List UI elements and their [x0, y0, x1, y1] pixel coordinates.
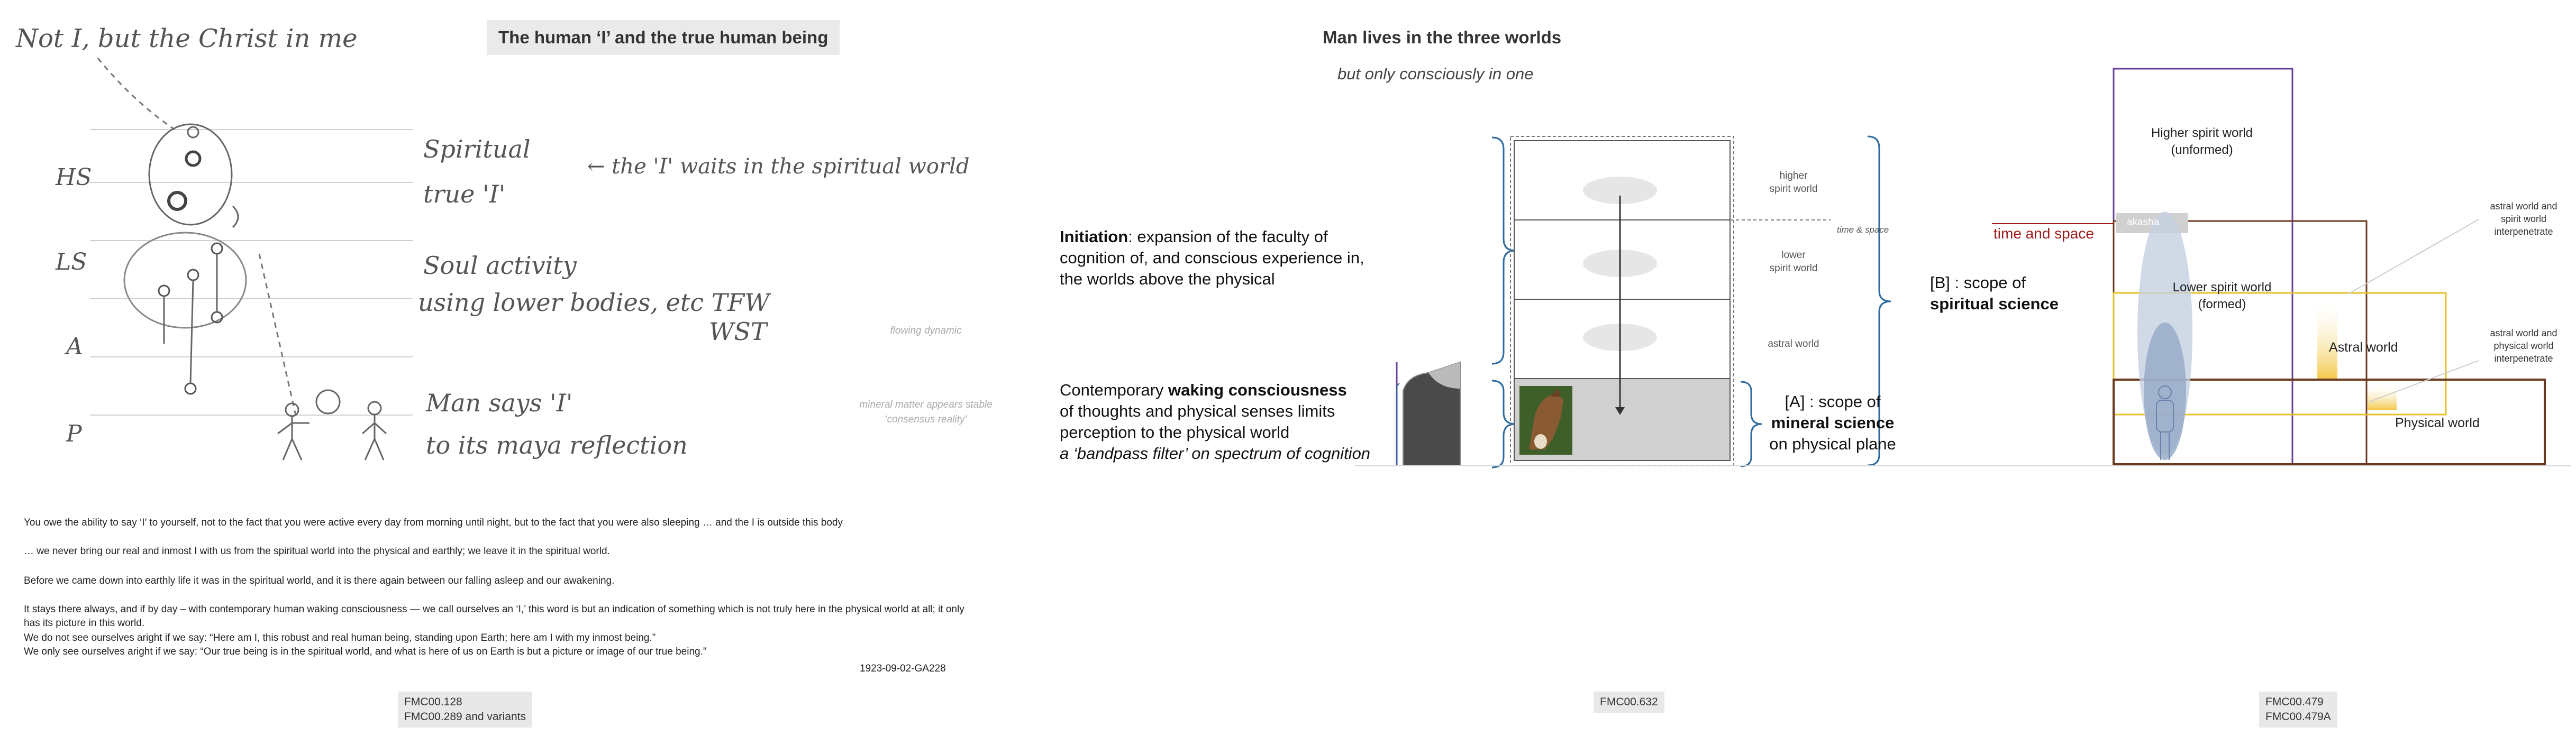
upper-worlds-brace	[1491, 136, 1516, 365]
horse-photo	[1519, 386, 1572, 455]
level-ls: LS	[56, 249, 87, 275]
p-text-maya: to its maya reflection	[426, 431, 688, 459]
left-fmc-label: FMC00.128 FMC00.289 and variants	[398, 692, 532, 728]
dashed-connector	[97, 58, 175, 131]
level-p: P	[66, 420, 82, 447]
level-lines	[90, 129, 413, 416]
label-astral: astral world	[1768, 338, 1819, 349]
physical-rect	[2113, 379, 2546, 465]
quote-4: It stays there always, and if by day – w…	[24, 604, 964, 629]
ls-text-lower-bodies: using lower bodies, etc TFW	[418, 288, 770, 317]
hs-arrow-text: ← the 'I' waits in the spiritual world	[587, 154, 970, 179]
level-a: A	[66, 333, 83, 360]
handwritten-header: Not I, but the Christ in me	[16, 24, 358, 53]
p-text-man-says: Man says 'I'	[426, 389, 573, 417]
scope-b-brace	[1867, 135, 1891, 466]
quote-1: You owe the ability to say ‘I’ to yourse…	[24, 517, 843, 528]
spirit-ellipse	[148, 123, 233, 226]
note-astral-physical: astral world and physical world interpen…	[2490, 328, 2557, 364]
hs-text-spiritual: Spiritual	[423, 135, 531, 163]
ls-text-soul-activity: Soul activity	[423, 251, 577, 280]
middle-panel-title: Man lives in the three worlds	[1323, 27, 1562, 47]
astral-gradient	[2317, 296, 2337, 381]
quote-reference: 1923-09-02-GA228	[860, 663, 946, 674]
label-physical-world: Physical world	[2395, 416, 2480, 430]
waking-consciousness-text: Contemporary waking consciousness of tho…	[1060, 381, 1371, 463]
initiation-text: Initiation: expansion of the faculty of …	[1060, 227, 1364, 288]
scope-a-brace	[1740, 381, 1762, 467]
scope-b-text: [B] : scope of spiritual science	[1930, 273, 2059, 313]
ls-text-wst: WST	[709, 317, 767, 346]
left-panel-title: The human ‘I’ and the true human being	[487, 20, 840, 55]
note-mineral-1: mineral matter appears stable	[859, 399, 993, 410]
three-worlds-diagram	[1396, 135, 1891, 468]
label-astral-world: Astral world	[2329, 340, 2398, 355]
label-higher-spirit: higher spirit world	[1769, 170, 1818, 195]
right-fmc-label: FMC00.479 FMC00.479A	[2259, 692, 2337, 728]
level-hs: HS	[56, 164, 92, 191]
worlds-overlap-diagram	[1992, 68, 2546, 465]
stick-figures	[277, 389, 387, 461]
quote-5: We do not see ourselves aright if we say…	[24, 632, 656, 643]
physical-brace	[1491, 380, 1516, 468]
label-lower-spirit: lower spirit world	[1769, 250, 1818, 274]
note-mineral-2: ‘consensus reality’	[885, 414, 967, 425]
label-higher-spirit-world: Higher spirit world (unformed)	[2151, 126, 2253, 157]
higher-ellipse	[1583, 177, 1657, 204]
hs-text-true-i: true 'I'	[423, 180, 506, 208]
baseline	[1354, 465, 2571, 466]
inner-blue-ellipse	[2144, 323, 2186, 460]
label-akasha: akasha	[2127, 217, 2160, 228]
person-outline	[2156, 385, 2174, 460]
quote-3: Before we came down into earthly life it…	[24, 575, 615, 586]
middle-fmc-label: FMC00.632	[1594, 692, 1664, 713]
label-time-space: time & space	[1837, 225, 1889, 235]
quote-6: We only see ourselves aright if we say: …	[24, 646, 707, 657]
scope-a-text: [A] : scope of mineral science on physic…	[1769, 392, 1896, 453]
quote-2: … we never bring our real and inmost I w…	[24, 546, 610, 557]
label-lower-spirit-world: Lower spirit world (formed)	[2172, 280, 2272, 311]
label-time-and-space: time and space	[1994, 225, 2094, 242]
soul-ellipse	[123, 232, 247, 329]
bandpass-filter-shape	[1396, 361, 1461, 466]
note-flowing-dynamic: flowing dynamic	[890, 325, 962, 336]
middle-panel-subtitle: but only consciously in one	[1337, 65, 1534, 83]
astral-rect	[2113, 292, 2447, 416]
handwritten-sketch	[90, 58, 413, 461]
note-astral-spirit: astral world and spirit world interpenet…	[2490, 201, 2557, 237]
